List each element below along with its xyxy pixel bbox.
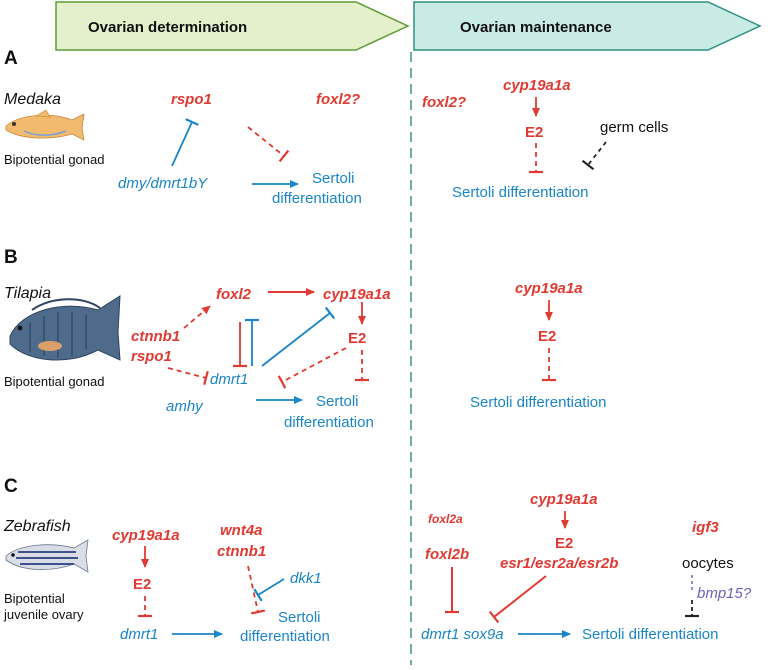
gene-dmrt1-sox9a: dmrt1 sox9a <box>421 626 504 643</box>
zebrafish-fish-icon <box>5 539 89 573</box>
gene-ctnnb1-b: ctnnb1 <box>131 328 180 345</box>
panel-a-species: Medaka <box>4 91 61 108</box>
gene-cyp19a1a-a: cyp19a1a <box>503 77 571 94</box>
gene-foxl2-uncertain-right: foxl2? <box>422 94 466 111</box>
gene-amhy: amhy <box>166 398 204 415</box>
gene-esr: esr1/esr2a/esr2b <box>500 555 618 572</box>
edge-esr-inhibits-sox9a <box>488 575 547 624</box>
hormone-e2-c-right: E2 <box>555 535 573 552</box>
gene-rspo1: rspo1 <box>171 91 212 108</box>
sertoli-b-left-line1: Sertoli <box>316 393 359 410</box>
gene-igf3: igf3 <box>692 519 719 536</box>
sertoli-b-right: Sertoli differentiation <box>470 394 606 411</box>
edge-dkk1-inhibits-wnt4a <box>253 578 285 602</box>
panel-c-species: Zebrafish <box>3 518 71 535</box>
gene-cyp19a1a-c-right: cyp19a1a <box>530 491 598 508</box>
gene-dmrt1-c-left: dmrt1 <box>120 626 158 643</box>
panel-a: A Medaka Bipotential gonad rspo1 foxl2? … <box>4 48 668 207</box>
sertoli-c-left-line1: Sertoli <box>278 609 321 626</box>
gene-foxl2-b: foxl2 <box>216 286 252 303</box>
hormone-e2-a: E2 <box>525 124 543 141</box>
panel-b-species: Tilapia <box>4 285 51 302</box>
header-ovarian-determination: Ovarian determination <box>55 1 410 51</box>
edge-rspo1-inhibits-dmrt1 <box>167 367 209 386</box>
gene-foxl2b: foxl2b <box>425 546 469 563</box>
panel-b: B Tilapia Bipotential gonad foxl2 cyp19a… <box>4 247 606 431</box>
gene-ctnnb1-c: ctnnb1 <box>217 543 266 560</box>
header-ovarian-maintenance: Ovarian maintenance <box>413 1 762 51</box>
gene-dmrt1-b: dmrt1 <box>210 371 248 388</box>
sertoli-a-left-line1: Sertoli <box>312 170 355 187</box>
sertoli-a-left-line2: differentiation <box>272 190 362 207</box>
header-determination-label: Ovarian determination <box>88 19 247 36</box>
gene-wnt4a: wnt4a <box>220 522 263 539</box>
panel-c-letter: C <box>4 476 18 497</box>
panel-b-gonad: Bipotential gonad <box>4 374 104 389</box>
gene-rspo1-b: rspo1 <box>131 348 172 365</box>
edge-e2-inhibits-dmrt1 <box>277 347 347 389</box>
edge-rspo1-inhibits-sertoli <box>247 126 290 163</box>
hormone-e2-b-left: E2 <box>348 330 366 347</box>
panel-c: C Zebrafish Bipotential juvenile ovary c… <box>3 476 752 645</box>
gene-cyp19a1a-b-left: cyp19a1a <box>323 286 391 303</box>
hormone-e2-b-right: E2 <box>538 328 556 345</box>
edge-wnt4a-inhibits-sertoli <box>247 565 266 615</box>
sertoli-c-right: Sertoli differentiation <box>582 626 718 643</box>
panel-a-gonad: Bipotential gonad <box>4 152 104 167</box>
gene-foxl2a: foxl2a <box>428 512 463 526</box>
medaka-fish-icon <box>5 109 85 141</box>
gene-cyp19a1a-c-left: cyp19a1a <box>112 527 180 544</box>
hormone-e2-c-left: E2 <box>133 576 151 593</box>
header-maintenance-label: Ovarian maintenance <box>460 19 612 36</box>
gene-bmp15-uncertain: bmp15? <box>697 585 752 602</box>
sertoli-c-left-line2: differentiation <box>240 628 330 645</box>
gene-dkk1: dkk1 <box>290 570 322 587</box>
tilapia-fish-icon <box>9 295 121 361</box>
edge-dmy-inhibits-rspo1 <box>171 118 199 167</box>
germ-cells: germ cells <box>600 119 668 136</box>
panel-a-letter: A <box>4 48 18 69</box>
oocytes: oocytes <box>682 555 734 572</box>
gene-dmy-dmrt1by: dmy/dmrt1bY <box>118 175 208 192</box>
panel-b-letter: B <box>4 247 18 268</box>
panel-c-gonad-line2: juvenile ovary <box>3 607 84 622</box>
edge-dmrt1-inhibits-cyp19a1a <box>261 306 336 367</box>
sertoli-b-left-line2: differentiation <box>284 414 374 431</box>
gene-cyp19a1a-b-right: cyp19a1a <box>515 280 583 297</box>
edge-ctnnb1-promotes-foxl2 <box>183 305 211 329</box>
panel-c-gonad-line1: Bipotential <box>4 591 65 606</box>
gene-foxl2-uncertain-left: foxl2? <box>316 91 360 108</box>
edge-germcells-inhibit-sertoli <box>581 141 607 171</box>
sertoli-a-right: Sertoli differentiation <box>452 184 588 201</box>
